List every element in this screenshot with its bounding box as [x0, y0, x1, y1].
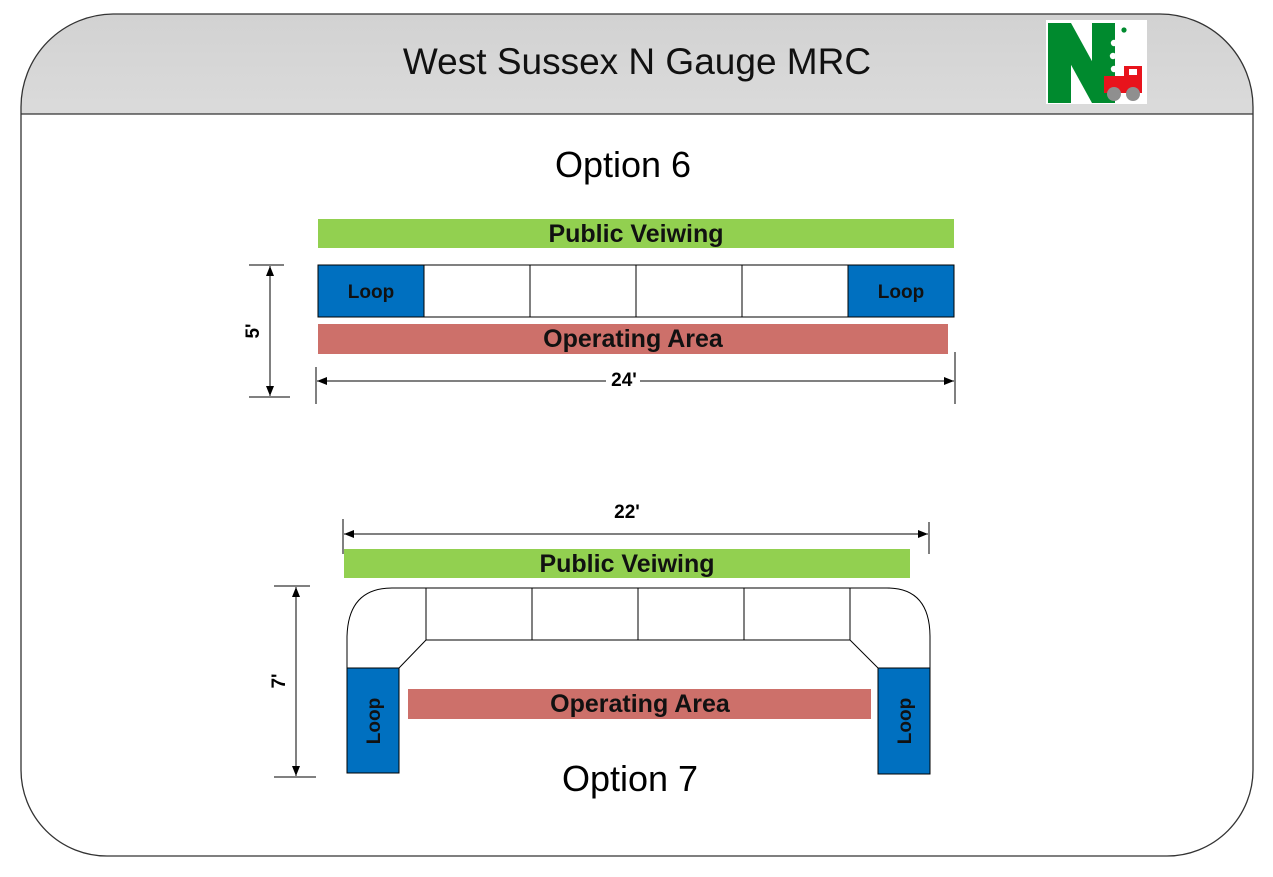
option7-depth-dimension — [274, 585, 316, 778]
option7-depth-label: 7' — [269, 673, 290, 688]
option6-depth-dimension — [249, 264, 290, 398]
option7-loop-right-label: Loop — [895, 698, 916, 744]
option7-public-viewing-label: Public Veiwing — [539, 550, 714, 578]
logo-steam-dot — [1110, 65, 1118, 73]
option7-baseboard — [743, 587, 851, 641]
option7-layout: 22' Public Veiwing Loop Loop Operating A… — [269, 502, 931, 799]
option6-depth-label: 5' — [243, 323, 264, 338]
option7-baseboards — [425, 587, 851, 641]
option7-title: Option 7 — [562, 758, 698, 799]
option6-loop-right — [847, 264, 955, 318]
option7-corner-left — [346, 587, 426, 668]
club-logo: N — [1046, 20, 1147, 104]
option6-loop-left — [317, 264, 425, 318]
option6-baseboards — [317, 264, 955, 318]
option7-loop-left-label: Loop — [364, 698, 385, 744]
option7-width-dimension — [342, 519, 930, 554]
option6-title: Option 6 — [555, 144, 691, 185]
header-background — [21, 14, 1253, 114]
option6-loop-left-label: Loop — [348, 282, 394, 303]
option6-operating-area — [318, 324, 948, 354]
logo-steam-dot — [1109, 52, 1117, 60]
option7-width-label: 22' — [614, 502, 640, 523]
option6-layout: Option 6 Public Veiwing Loop Loop Operat… — [243, 144, 956, 404]
page-title: West Sussex N Gauge MRC — [403, 41, 871, 82]
option6-baseboard — [423, 264, 531, 318]
logo-steam-dot — [1121, 27, 1127, 33]
option6-baseboard — [741, 264, 849, 318]
option7-baseboard — [637, 587, 745, 641]
option6-public-viewing-label: Public Veiwing — [548, 220, 723, 248]
option7-loop-left — [346, 667, 400, 774]
logo-engine-window — [1129, 69, 1137, 75]
slide-border — [20, 13, 1254, 857]
option6-operating-label: Operating Area — [543, 325, 724, 353]
option7-loop-right — [877, 667, 931, 775]
option6-baseboard — [529, 264, 637, 318]
option7-baseboard — [531, 587, 639, 641]
option7-operating-area — [408, 689, 871, 719]
logo-engine-wheel — [1126, 87, 1140, 101]
option7-corner-right — [850, 587, 931, 668]
logo-steam-dot — [1110, 39, 1118, 47]
option6-baseboard — [635, 264, 743, 318]
option6-width-label: 24' — [611, 370, 637, 391]
option7-corner-boards — [346, 587, 931, 669]
option6-loop-right-label: Loop — [878, 282, 924, 303]
option7-baseboard — [425, 587, 533, 641]
option7-public-viewing-area — [344, 549, 910, 578]
slide-frame — [20, 13, 1254, 857]
option7-operating-label: Operating Area — [550, 690, 731, 718]
option6-public-viewing-area — [318, 219, 954, 248]
logo-engine-wheel — [1107, 87, 1121, 101]
